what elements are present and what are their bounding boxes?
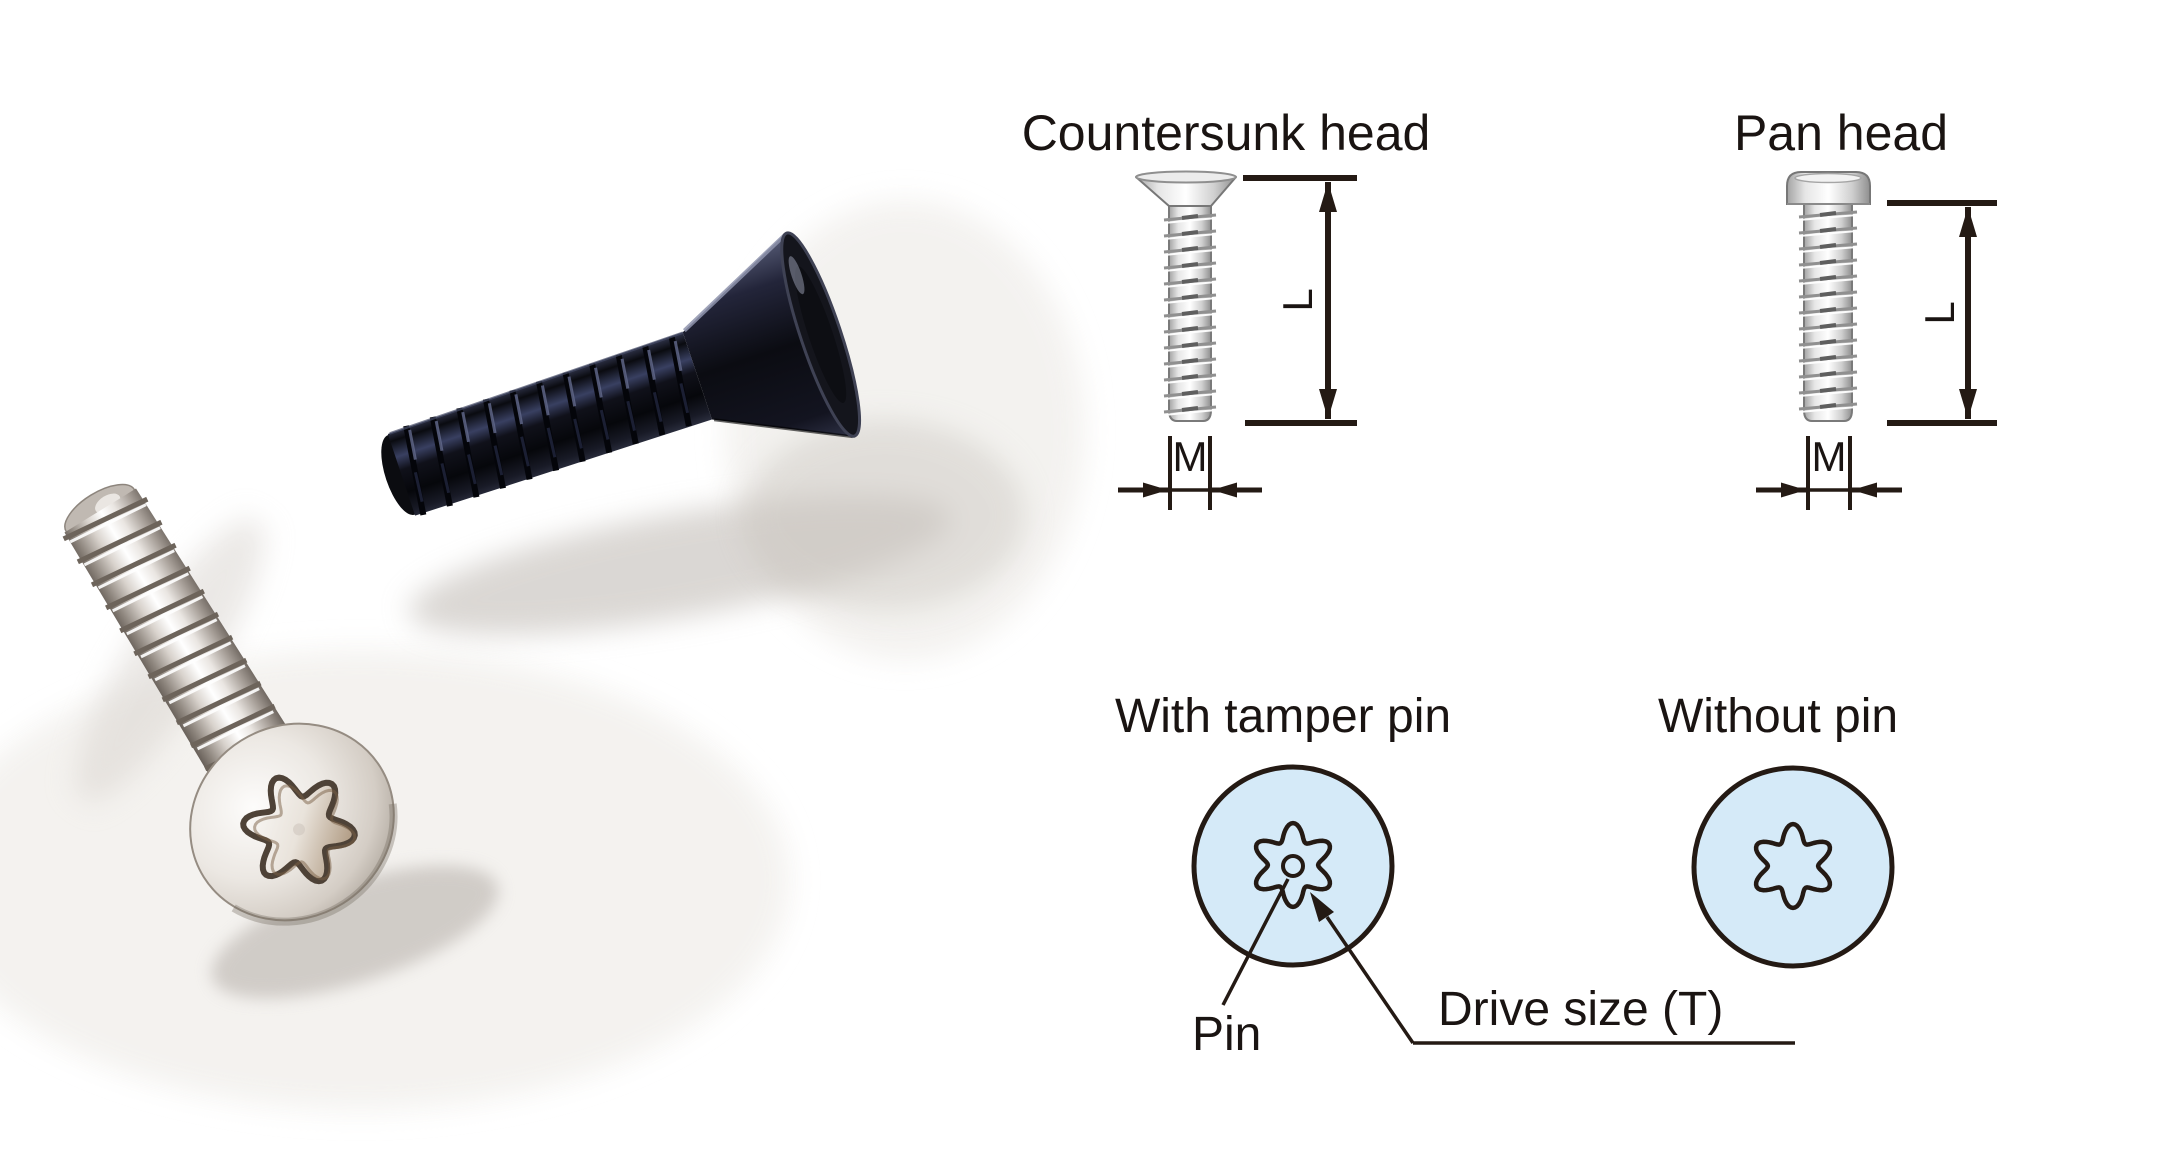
drive-size-leader-line: [1310, 892, 1795, 1045]
silver-screw-body: [64, 488, 297, 791]
countersunk-title: Countersunk head: [1022, 105, 1431, 161]
pan-threads: [1798, 210, 1858, 413]
countersunk-screw-drawing: [1135, 170, 1237, 422]
pan-title: Pan head: [1734, 105, 1948, 161]
countersunk-diameter-label: M: [1173, 433, 1208, 480]
black-screw-shadow: [745, 420, 1025, 610]
countersunk-head-top: [1135, 170, 1237, 184]
pan-dimensions: [1756, 200, 1997, 510]
head-type-diagrams: Countersunk head Pan head L L M M: [1022, 105, 1997, 510]
silver-screw-shadow: [211, 865, 499, 999]
torx-with-pin-icon: [1253, 820, 1333, 910]
black-screw-threads: [403, 336, 692, 516]
pin-label: Pin: [1192, 1008, 1261, 1061]
pan-screw-drawing: [1786, 171, 1871, 422]
drive-size-label: Drive size (T): [1438, 983, 1723, 1036]
without-pin-head-circle: [1691, 765, 1895, 969]
torx-recess: [240, 774, 358, 885]
screw-photo: [0, 200, 1085, 1110]
without-pin-label: Without pin: [1658, 690, 1898, 743]
countersunk-threads: [1163, 213, 1217, 416]
black-screw-head-cone: [682, 232, 855, 437]
silver-screw-threads: [62, 496, 290, 774]
pin-leader-line: [1221, 878, 1290, 1006]
pan-diameter-label: M: [1812, 433, 1847, 480]
torx-without-pin-icon: [1753, 821, 1833, 911]
pan-head-top: [1794, 172, 1862, 184]
drive-size-arrowhead: [1310, 892, 1334, 922]
countersunk-dimensions: [1118, 175, 1357, 510]
pan-length-label: L: [1916, 301, 1963, 324]
black-screw-photo: [381, 231, 862, 516]
silver-screw-head: [189, 722, 398, 926]
drive-type-diagrams: With tamper pin Without pin Pin Drive si…: [1115, 690, 1898, 1061]
with-pin-head-circle: [1191, 764, 1395, 968]
countersunk-length-label: L: [1274, 288, 1321, 311]
tamper-pin-icon: [1281, 854, 1305, 878]
with-tamper-pin-label: With tamper pin: [1115, 690, 1451, 743]
